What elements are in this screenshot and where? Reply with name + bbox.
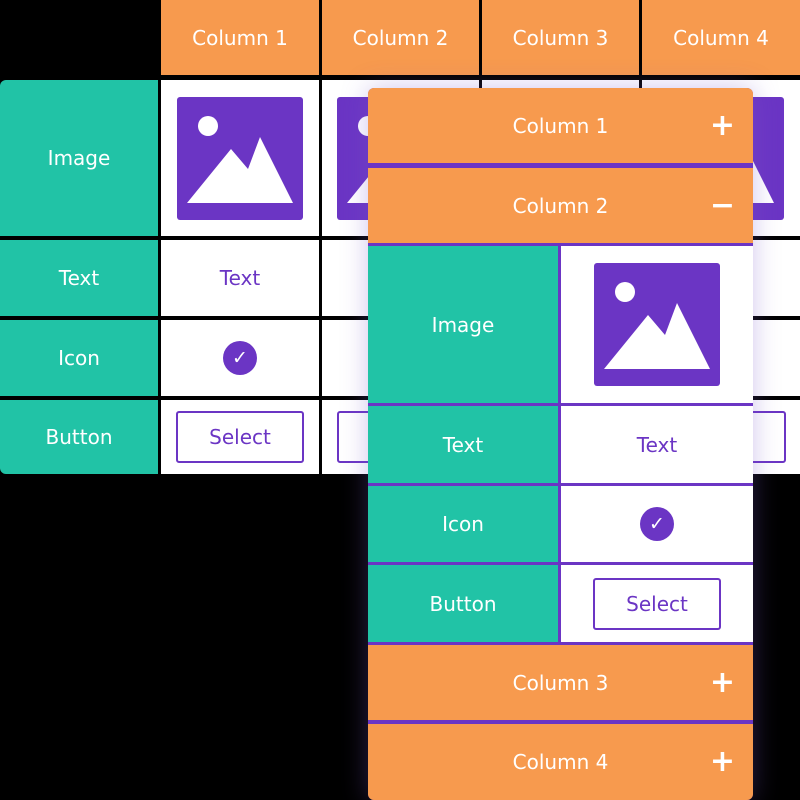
column-header-4: Column 4 [642, 0, 800, 75]
plus-icon[interactable]: + [709, 744, 735, 779]
row-header-text: Text [0, 240, 158, 316]
row-header-label: Button [45, 425, 113, 449]
accordion-row-header-text: Text [368, 406, 558, 483]
check-circle-icon: ✓ [223, 341, 257, 375]
select-button[interactable]: Select [176, 411, 304, 463]
row-header-image: Image [0, 80, 158, 236]
column-header-2: Column 2 [322, 0, 479, 75]
column-header-label: Column 3 [512, 25, 609, 50]
select-button[interactable]: Select [593, 577, 721, 630]
row-header-label: Icon [58, 346, 100, 370]
table-cell-image [161, 80, 319, 236]
row-header-label: Icon [442, 512, 484, 536]
column-header-1: Column 1 [161, 0, 319, 75]
cell-text-value: Text [219, 266, 261, 290]
accordion-cell-button: Select [561, 565, 753, 642]
accordion-cell-image [561, 246, 753, 403]
accordion-row-header-icon: Icon [368, 486, 558, 562]
accordion-header-column-4[interactable]: Column 4 + [368, 724, 753, 800]
image-placeholder-icon [594, 263, 720, 386]
accordion-cell-icon: ✓ [561, 486, 753, 562]
plus-icon[interactable]: + [709, 107, 735, 143]
column-header-label: Column 1 [192, 25, 288, 50]
plus-icon[interactable]: + [709, 664, 735, 700]
row-header-button: Button [0, 400, 158, 474]
accordion-row-header-button: Button [368, 565, 558, 642]
row-header-icon: Icon [0, 320, 158, 396]
row-header-label: Text [58, 266, 100, 290]
accordion-row-header-image: Image [368, 246, 558, 403]
accordion-header-label: Column 2 [512, 193, 609, 218]
cell-text-value: Text [636, 432, 678, 457]
accordion-panel: Column 1 + Column 2 − Image Text Text Ic… [368, 88, 753, 800]
column-header-label: Column 2 [352, 25, 449, 50]
row-header-label: Text [442, 432, 484, 457]
table-cell-icon: ✓ [161, 320, 319, 396]
accordion-header-label: Column 3 [512, 670, 609, 695]
minus-icon[interactable]: − [709, 187, 735, 223]
column-header-label: Column 4 [673, 25, 769, 50]
accordion-header-column-1[interactable]: Column 1 + [368, 88, 753, 163]
accordion-header-label: Column 4 [512, 750, 609, 774]
accordion-header-column-2[interactable]: Column 2 − [368, 168, 753, 243]
table-cell-button: Select [161, 400, 319, 474]
row-header-label: Button [429, 591, 497, 616]
row-header-label: Image [47, 146, 111, 170]
accordion-header-label: Column 1 [512, 113, 609, 138]
image-placeholder-icon [177, 96, 303, 220]
row-header-label: Image [431, 312, 495, 337]
column-header-3: Column 3 [482, 0, 639, 75]
check-circle-icon: ✓ [640, 507, 674, 541]
accordion-cell-text: Text [561, 406, 753, 483]
accordion-header-column-3[interactable]: Column 3 + [368, 645, 753, 720]
table-cell-text: Text [161, 240, 319, 316]
